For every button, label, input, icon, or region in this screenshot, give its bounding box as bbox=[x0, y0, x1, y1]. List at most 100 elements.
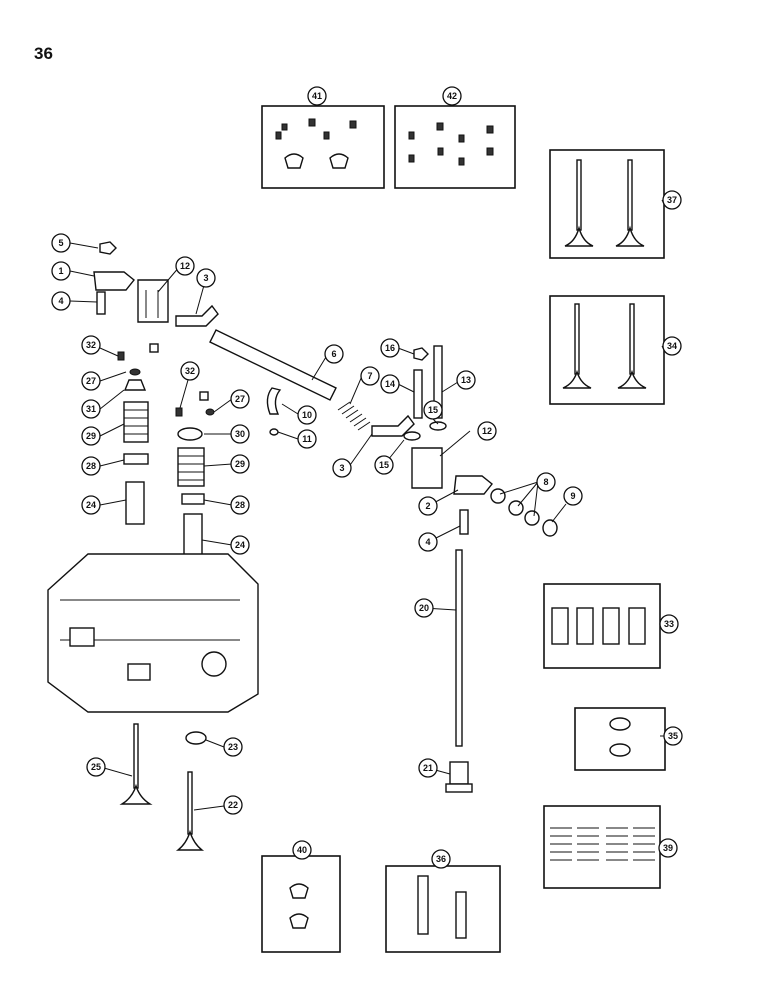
svg-text:24: 24 bbox=[235, 540, 245, 550]
svg-text:16: 16 bbox=[385, 343, 395, 353]
svg-text:27: 27 bbox=[86, 376, 96, 386]
svg-text:27: 27 bbox=[235, 394, 245, 404]
kit-box-41 bbox=[261, 105, 385, 189]
rocker-arm-1 bbox=[93, 271, 135, 291]
callout-27: 27 bbox=[230, 389, 250, 409]
callout-34: 34 bbox=[662, 336, 682, 356]
rocker-shaft-6 bbox=[209, 329, 337, 401]
snap-ring-9 bbox=[542, 519, 558, 537]
svg-text:15: 15 bbox=[379, 460, 389, 470]
rotator-31 bbox=[123, 379, 147, 391]
kit-box-39 bbox=[543, 805, 661, 889]
callout-10: 10 bbox=[297, 405, 317, 425]
svg-text:6: 6 bbox=[331, 349, 336, 359]
rotator-30 bbox=[177, 427, 203, 441]
svg-text:22: 22 bbox=[228, 800, 238, 810]
callout-37: 37 bbox=[662, 190, 682, 210]
kit-box-34 bbox=[549, 295, 665, 405]
svg-text:37: 37 bbox=[667, 195, 677, 205]
callout-12: 12 bbox=[175, 256, 195, 276]
intake-valve-22 bbox=[175, 771, 205, 851]
callout-3: 3 bbox=[332, 458, 352, 478]
callout-4: 4 bbox=[51, 291, 71, 311]
callout-8: 8 bbox=[536, 472, 556, 492]
svg-text:34: 34 bbox=[667, 341, 677, 351]
rocker-arm-3b bbox=[371, 414, 415, 437]
callout-33: 33 bbox=[659, 614, 679, 634]
kit-box-35 bbox=[574, 707, 666, 771]
guide-24a bbox=[125, 481, 145, 525]
callout-41: 41 bbox=[307, 86, 327, 106]
kit-box-36 bbox=[385, 865, 501, 953]
push-rod-20 bbox=[455, 549, 463, 747]
seal-28a bbox=[123, 453, 149, 465]
svg-text:20: 20 bbox=[419, 603, 429, 613]
svg-text:3: 3 bbox=[203, 273, 208, 283]
svg-text:41: 41 bbox=[312, 91, 322, 101]
page-number: 36 bbox=[34, 44, 53, 63]
svg-text:32: 32 bbox=[185, 366, 195, 376]
callout-7: 7 bbox=[360, 366, 380, 386]
spring-29a bbox=[123, 401, 149, 443]
svg-text:12: 12 bbox=[180, 261, 190, 271]
rocker-bracket-12a bbox=[137, 279, 169, 323]
callout-30: 30 bbox=[230, 424, 250, 444]
rocker-arm-3a bbox=[175, 304, 219, 327]
cylinder-head bbox=[47, 553, 259, 713]
rocker-bracket-12b bbox=[411, 447, 443, 489]
callout-20: 20 bbox=[414, 598, 434, 618]
callout-32: 32 bbox=[81, 335, 101, 355]
callout-22: 22 bbox=[223, 795, 243, 815]
exhaust-valve-25 bbox=[119, 723, 153, 805]
callout-13: 13 bbox=[456, 370, 476, 390]
oil-tube-10 bbox=[266, 387, 282, 415]
cap-27b bbox=[205, 408, 215, 416]
callout-25: 25 bbox=[86, 757, 106, 777]
callout-15: 15 bbox=[423, 400, 443, 420]
svg-text:8: 8 bbox=[543, 477, 548, 487]
svg-text:40: 40 bbox=[297, 845, 307, 855]
spring-29b bbox=[177, 447, 205, 487]
valve-seat-23 bbox=[185, 731, 207, 745]
callout-9: 9 bbox=[563, 486, 583, 506]
spring-7 bbox=[337, 401, 371, 431]
svg-text:4: 4 bbox=[425, 537, 430, 547]
svg-text:33: 33 bbox=[664, 619, 674, 629]
svg-text:28: 28 bbox=[86, 461, 96, 471]
svg-text:4: 4 bbox=[58, 296, 63, 306]
svg-text:28: 28 bbox=[235, 500, 245, 510]
svg-text:11: 11 bbox=[302, 434, 312, 444]
callout-39: 39 bbox=[658, 838, 678, 858]
callout-14: 14 bbox=[380, 374, 400, 394]
callout-6: 6 bbox=[324, 344, 344, 364]
tappet-21 bbox=[445, 761, 473, 793]
callout-40: 40 bbox=[292, 840, 312, 860]
spring-washers-8 bbox=[490, 488, 540, 526]
svg-text:31: 31 bbox=[86, 404, 96, 414]
keeper-32a bbox=[117, 343, 159, 361]
callout-29: 29 bbox=[230, 454, 250, 474]
callout-31: 31 bbox=[81, 399, 101, 419]
svg-text:24: 24 bbox=[86, 500, 96, 510]
svg-text:32: 32 bbox=[86, 340, 96, 350]
svg-text:39: 39 bbox=[663, 843, 673, 853]
kit-box-42 bbox=[394, 105, 516, 189]
callout-5: 5 bbox=[51, 233, 71, 253]
nut-16 bbox=[413, 347, 429, 361]
svg-text:35: 35 bbox=[668, 731, 678, 741]
callout-15: 15 bbox=[374, 455, 394, 475]
callout-35: 35 bbox=[663, 726, 683, 746]
washer-15b bbox=[403, 431, 421, 441]
svg-text:7: 7 bbox=[367, 371, 372, 381]
svg-text:2: 2 bbox=[425, 501, 430, 511]
callout-27: 27 bbox=[81, 371, 101, 391]
kit-box-33 bbox=[543, 583, 661, 669]
svg-text:30: 30 bbox=[235, 429, 245, 439]
svg-text:10: 10 bbox=[302, 410, 312, 420]
nut-5 bbox=[99, 241, 117, 255]
adjusting-screw-4b bbox=[459, 509, 469, 535]
callout-24: 24 bbox=[230, 535, 250, 555]
callout-1: 1 bbox=[51, 261, 71, 281]
o-ring-11 bbox=[269, 428, 279, 436]
